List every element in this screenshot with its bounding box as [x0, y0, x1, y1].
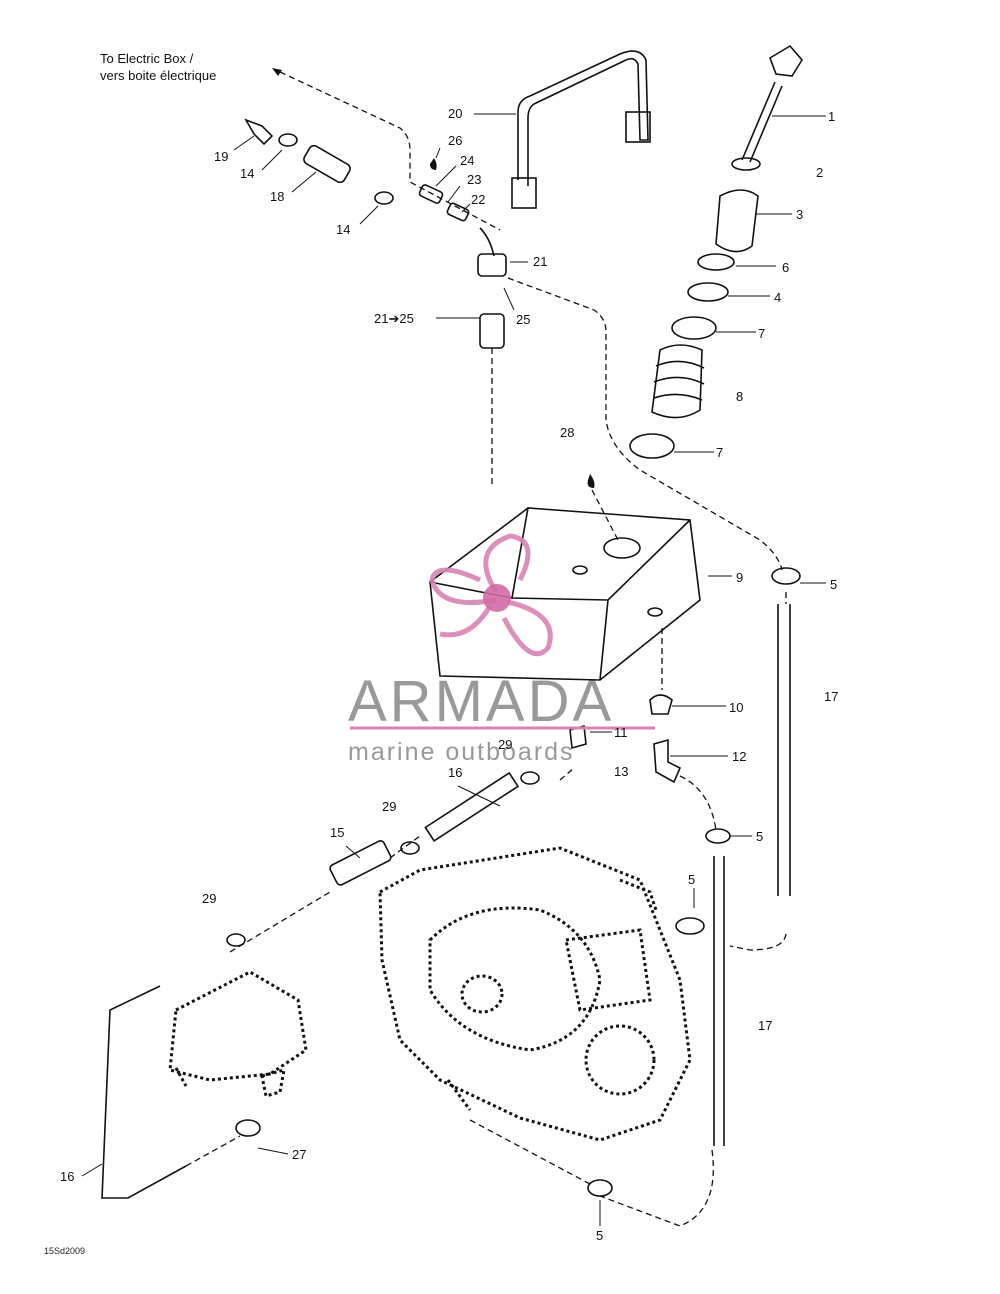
elbow-12-13 — [653, 738, 682, 784]
callout-28: 28 — [560, 425, 575, 440]
watermark-subtitle: marine outboards — [348, 738, 575, 766]
callout-7b: 7 — [716, 445, 724, 460]
callout-5b: 5 — [756, 829, 764, 844]
callout-4: 4 — [774, 290, 782, 305]
bellows-8 — [651, 344, 703, 419]
callout-20: 20 — [448, 106, 463, 121]
engine-block — [378, 846, 692, 1142]
callout-15: 15 — [330, 825, 345, 840]
callout-12: 12 — [732, 749, 747, 764]
gasket-6 — [697, 253, 735, 271]
sleeve-18 — [303, 144, 351, 184]
clamp-5-a — [771, 567, 801, 585]
callout-8: 8 — [736, 389, 744, 404]
oil-tank-9 — [429, 507, 701, 681]
callout-17a: 17 — [824, 689, 839, 704]
callout-14a: 14 — [240, 166, 255, 181]
bracket-20 — [517, 50, 649, 186]
hose-16-upper — [424, 771, 520, 842]
dipstick-1 — [741, 81, 783, 163]
callout-19: 19 — [214, 149, 229, 164]
callout-29a: 29 — [498, 737, 513, 752]
hose-17-lower — [713, 856, 725, 1146]
arrow-to-electric-box — [272, 68, 282, 76]
filler-neck-3 — [715, 189, 759, 253]
oil-drop-26 — [430, 158, 437, 170]
callout-26: 26 — [448, 133, 463, 148]
filter-15 — [329, 840, 392, 886]
nut-4 — [687, 282, 729, 302]
callout-1: 1 — [828, 109, 836, 124]
callout-5c: 5 — [688, 872, 696, 887]
clip-14-b — [374, 191, 394, 205]
callout-6: 6 — [782, 260, 790, 275]
drawing-code: 15Sd2009 — [44, 1246, 86, 1256]
callout-21: 21 — [533, 254, 548, 269]
hose-17-right — [777, 604, 791, 896]
callout-9: 9 — [736, 570, 744, 585]
hose-16-lower — [101, 985, 187, 1199]
clamp-5-b — [705, 828, 731, 844]
destination-note: To Electric Box / vers boite électrique — [100, 50, 216, 84]
callout-27: 27 — [292, 1147, 307, 1162]
clamp-5-d — [587, 1179, 613, 1197]
callout-3: 3 — [796, 207, 804, 222]
clip-29-a — [520, 771, 540, 785]
callout-7a: 7 — [758, 326, 766, 341]
callout-23: 23 — [467, 172, 482, 187]
destination-line-1: To Electric Box / — [100, 51, 194, 66]
clip-14-a — [278, 133, 298, 147]
oil-pump-27 — [168, 970, 308, 1098]
callout-16b: 16 — [60, 1169, 75, 1184]
callout-29c: 29 — [202, 891, 217, 906]
callout-25: 25 — [516, 312, 531, 327]
callout-13: 13 — [614, 764, 629, 779]
callout-16a: 16 — [448, 765, 463, 780]
propeller-hub — [483, 584, 511, 612]
callout-21-25: 21➔25 — [374, 311, 414, 326]
callout-2: 2 — [816, 165, 824, 180]
clip-29-b — [400, 841, 420, 855]
clamp-7-top — [671, 316, 717, 340]
sensor-21 — [477, 253, 507, 277]
grommet-10 — [649, 694, 673, 715]
watermark-title: ARMADA — [348, 669, 615, 734]
dipstick-cap — [769, 44, 803, 77]
bracket-20-clip-b — [625, 111, 651, 143]
callout-22: 22 — [471, 192, 486, 207]
callout-10: 10 — [729, 700, 744, 715]
connector-22 — [446, 202, 470, 222]
armada-propeller-logo — [429, 533, 553, 657]
callout-24: 24 — [460, 153, 475, 168]
callout-11: 11 — [614, 725, 628, 740]
callout-18: 18 — [270, 189, 285, 204]
clip-29-c — [226, 933, 246, 947]
destination-line-2: vers boite électrique — [100, 68, 217, 83]
clamp-7-bottom — [629, 433, 675, 459]
clamp-5-c — [675, 917, 705, 935]
callout-17b: 17 — [758, 1018, 773, 1033]
o-ring-2 — [731, 157, 761, 171]
clamp-27 — [235, 1119, 261, 1137]
callout-5a: 5 — [830, 577, 838, 592]
callout-5d: 5 — [596, 1228, 604, 1243]
oil-drop-28 — [587, 474, 595, 488]
callout-29b: 29 — [382, 799, 397, 814]
tank-filler-opening — [603, 537, 641, 559]
connector-24 — [418, 184, 444, 204]
sensor-housing-21-25 — [479, 313, 505, 349]
terminal-19 — [244, 118, 274, 146]
bracket-20-clip-a — [511, 177, 537, 209]
callout-14b: 14 — [336, 222, 351, 237]
